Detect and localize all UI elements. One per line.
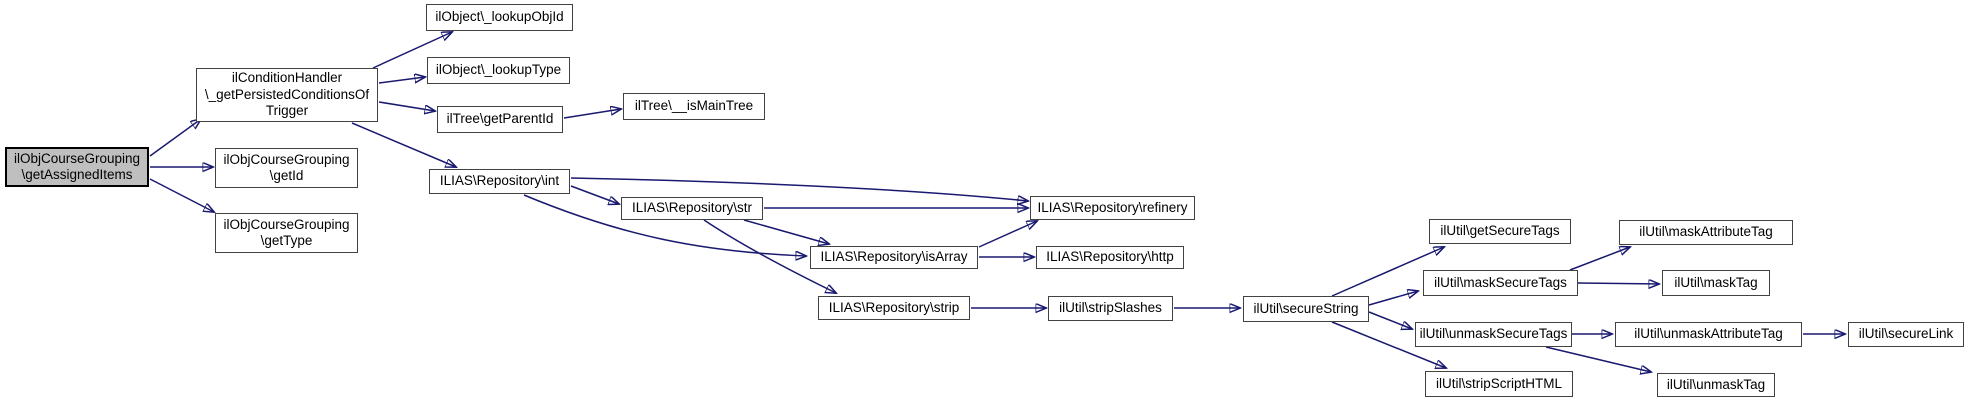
edge-secure-string--mask-secure-tags (1368, 291, 1418, 306)
node-unmask-tag[interactable]: ilUtil\unmaskTag (1657, 373, 1775, 397)
edge-repository-is-array--repository-refinery (978, 221, 1037, 248)
edge-secure-string--unmask-secure-tags (1368, 311, 1412, 329)
edge-get-assigned-items--get-type (149, 178, 214, 212)
edge-mask-secure-tags--mask-attribute-tag (1569, 247, 1630, 271)
node-secure-link[interactable]: ilUtil\secureLink (1848, 322, 1964, 347)
node-get-parent-id[interactable]: ilTree\getParentId (437, 106, 563, 133)
node-get-assigned-items: ilObjCourseGrouping \getAssignedItems (5, 147, 149, 187)
node-get-secure-tags[interactable]: ilUtil\getSecureTags (1429, 219, 1571, 244)
node-strip-slashes[interactable]: ilUtil\stripSlashes (1048, 296, 1173, 321)
edge-repository-str--repository-strip (703, 219, 836, 293)
edge-get-parent-id--is-main-tree (563, 109, 621, 119)
edge-get-persisted-conditions-of-trigger--get-parent-id (378, 101, 435, 111)
node-is-main-tree[interactable]: ilTree\__isMainTree (623, 93, 765, 120)
node-repository-is-array[interactable]: ILIAS\Repository\isArray (810, 246, 978, 269)
edge-repository-int--repository-is-array (523, 194, 806, 256)
node-lookup-obj-id[interactable]: ilObject\_lookupObjId (426, 4, 573, 31)
node-mask-attribute-tag[interactable]: ilUtil\maskAttributeTag (1619, 220, 1793, 245)
edge-repository-str--repository-is-array (743, 219, 829, 244)
edge-repository-int--repository-refinery (570, 177, 1028, 201)
node-get-persisted-conditions-of-trigger[interactable]: ilConditionHandler \_getPersistedConditi… (196, 68, 378, 122)
edge-get-persisted-conditions-of-trigger--lookup-obj-id (372, 32, 452, 69)
node-mask-tag[interactable]: ilUtil\maskTag (1662, 270, 1770, 296)
edge-mask-secure-tags--mask-tag (1577, 283, 1659, 284)
edge-get-persisted-conditions-of-trigger--repository-int (351, 122, 456, 167)
node-repository-str[interactable]: ILIAS\Repository\str (621, 197, 763, 220)
edge-repository-int--repository-str (570, 185, 619, 204)
node-repository-int[interactable]: ILIAS\Repository\int (429, 169, 570, 194)
edge-get-assigned-items--get-persisted-conditions-of-trigger (149, 119, 201, 157)
node-unmask-secure-tags[interactable]: ilUtil\unmaskSecureTags (1415, 322, 1572, 347)
node-get-type[interactable]: ilObjCourseGrouping \getType (215, 213, 358, 253)
node-repository-http[interactable]: ILIAS\Repository\http (1036, 246, 1184, 269)
node-repository-strip[interactable]: ILIAS\Repository\strip (818, 296, 970, 320)
node-unmask-attribute-tag[interactable]: ilUtil\unmaskAttributeTag (1615, 322, 1802, 347)
edge-get-persisted-conditions-of-trigger--lookup-type (378, 77, 425, 83)
node-repository-refinery[interactable]: ILIAS\Repository\refinery (1030, 196, 1195, 220)
edge-secure-string--get-secure-tags (1331, 247, 1444, 297)
node-lookup-type[interactable]: ilObject\_lookupType (427, 57, 570, 84)
node-secure-string[interactable]: ilUtil\secureString (1243, 296, 1369, 322)
node-strip-script-html[interactable]: ilUtil\stripScriptHTML (1425, 371, 1573, 397)
node-get-id[interactable]: ilObjCourseGrouping \getId (215, 148, 358, 188)
node-mask-secure-tags[interactable]: ilUtil\maskSecureTags (1423, 270, 1578, 296)
edge-secure-string--strip-script-html (1331, 321, 1446, 368)
edge-unmask-secure-tags--unmask-tag (1545, 346, 1651, 372)
